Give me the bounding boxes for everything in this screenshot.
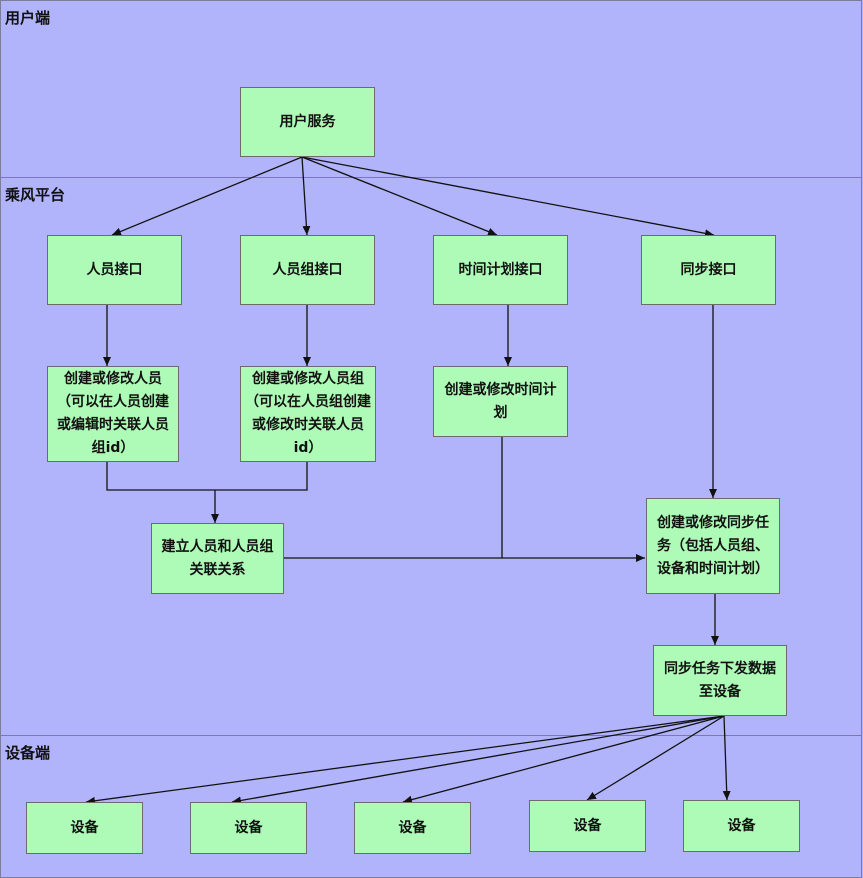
node-create-person: 创建或修改人员（可以在人员创建或编辑时关联人员组id） bbox=[47, 366, 179, 462]
node-device-3: 设备 bbox=[354, 802, 471, 854]
node-dispatch: 同步任务下发数据至设备 bbox=[653, 645, 787, 716]
node-device-5: 设备 bbox=[683, 800, 800, 852]
node-schedule-api: 时间计划接口 bbox=[433, 235, 568, 305]
node-create-sync-task: 创建或修改同步任务（包括人员组、设备和时间计划） bbox=[646, 498, 780, 594]
node-group-api: 人员组接口 bbox=[240, 235, 375, 305]
node-create-schedule: 创建或修改时间计划 bbox=[433, 366, 568, 437]
node-user-service: 用户服务 bbox=[240, 87, 375, 157]
node-build-relation: 建立人员和人员组关联关系 bbox=[151, 523, 284, 594]
lane-label-user: 用户端 bbox=[5, 9, 51, 27]
node-device-2: 设备 bbox=[190, 802, 307, 854]
node-sync-api: 同步接口 bbox=[641, 235, 776, 305]
node-person-api: 人员接口 bbox=[47, 235, 182, 305]
node-device-4: 设备 bbox=[529, 800, 646, 852]
lane-label-platform: 乘风平台 bbox=[5, 186, 66, 204]
node-create-group: 创建或修改人员组（可以在人员组创建或修改时关联人员id） bbox=[240, 366, 376, 462]
lane-user: 用户端 bbox=[0, 0, 862, 178]
lane-label-device: 设备端 bbox=[5, 744, 51, 762]
node-device-1: 设备 bbox=[26, 802, 143, 854]
